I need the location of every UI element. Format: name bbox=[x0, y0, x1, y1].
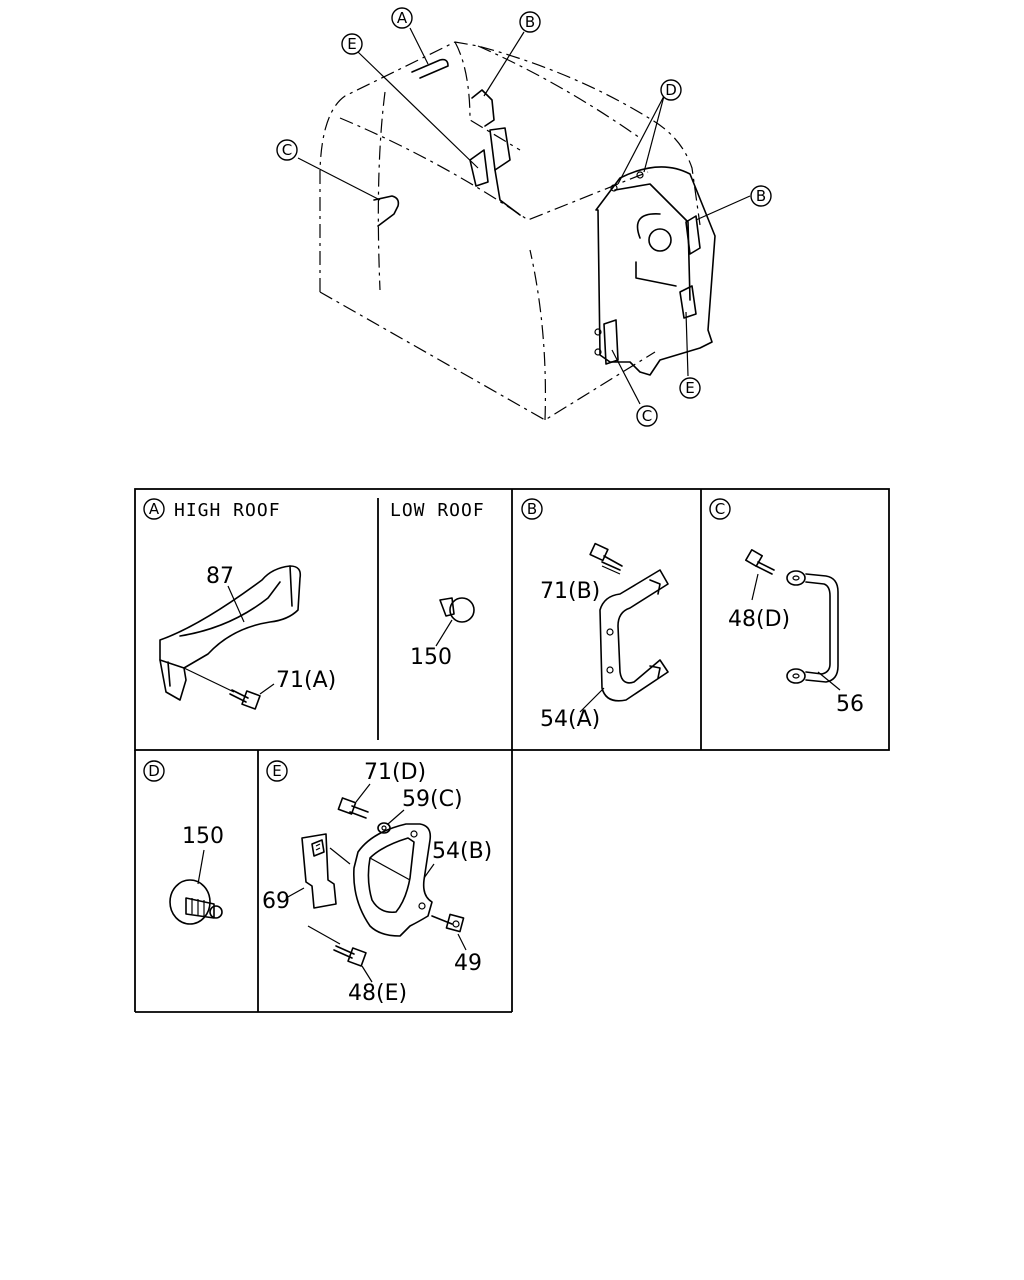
screw-48d bbox=[745, 549, 775, 575]
clip-150-low-roof bbox=[439, 597, 475, 623]
label-69: 69 bbox=[262, 889, 290, 914]
panel-a-title: HIGH ROOF bbox=[174, 500, 281, 521]
panel-a-low-roof: LOW ROOF 150 bbox=[390, 500, 485, 670]
nut-49 bbox=[431, 913, 465, 933]
assist-grip-54a bbox=[599, 569, 669, 702]
panel-a-low-roof-title: LOW ROOF bbox=[390, 500, 485, 521]
label-150-d: 150 bbox=[182, 824, 224, 849]
panel-d: D 150 bbox=[143, 760, 224, 925]
screw-71b bbox=[589, 542, 623, 571]
label-71d: 71(D) bbox=[364, 760, 426, 785]
screw-71a bbox=[229, 689, 261, 710]
callout-b-right: B bbox=[750, 185, 772, 207]
label-71b: 71(B) bbox=[540, 579, 600, 604]
panel-e: E 71(D) 59(C) 69 54(B) bbox=[262, 760, 492, 1006]
assist-grip-56 bbox=[786, 570, 839, 684]
label-48d: 48(D) bbox=[728, 607, 790, 632]
svg-text:E: E bbox=[347, 35, 356, 53]
svg-text:A: A bbox=[397, 9, 408, 27]
svg-text:C: C bbox=[282, 141, 292, 159]
panel-a-high-roof: A HIGH ROOF 87 71(A) bbox=[143, 498, 336, 710]
callout-b-top: B bbox=[519, 11, 541, 33]
label-150-low-roof: 150 bbox=[410, 645, 452, 670]
bracket-69 bbox=[301, 833, 351, 909]
callout-e-top: E bbox=[341, 33, 363, 55]
panel-d-callout: D bbox=[148, 762, 160, 780]
panel-a-callout: A bbox=[149, 500, 160, 518]
label-59c: 59(C) bbox=[402, 787, 463, 812]
label-87: 87 bbox=[206, 564, 234, 589]
panel-b-callout: B bbox=[527, 500, 537, 518]
panel-c-callout: C bbox=[715, 500, 725, 518]
panel-c: C 48(D) 56 bbox=[709, 498, 864, 717]
screw-48e bbox=[333, 945, 367, 967]
label-56: 56 bbox=[836, 692, 864, 717]
callout-d-top: D bbox=[660, 79, 682, 101]
svg-text:B: B bbox=[525, 13, 535, 31]
svg-text:E: E bbox=[685, 379, 694, 397]
assist-grip-54b bbox=[353, 823, 433, 937]
callout-c-left: C bbox=[276, 139, 298, 161]
label-48e: 48(E) bbox=[348, 981, 407, 1006]
leader-lines bbox=[297, 27, 751, 405]
screw-71d bbox=[337, 797, 369, 819]
callout-a-top: A bbox=[391, 7, 413, 29]
svg-text:C: C bbox=[642, 407, 652, 425]
panel-b: B 71(B) 54(A) bbox=[521, 498, 669, 732]
panel-e-callout: E bbox=[272, 762, 281, 780]
callout-e-right: E bbox=[679, 377, 701, 399]
label-49: 49 bbox=[454, 951, 482, 976]
grab-handle-87 bbox=[159, 565, 302, 701]
detail-panels-frame bbox=[134, 488, 890, 1013]
svg-text:B: B bbox=[756, 187, 766, 205]
label-54b: 54(B) bbox=[432, 839, 492, 864]
label-54a: 54(A) bbox=[540, 707, 600, 732]
label-71a: 71(A) bbox=[276, 668, 336, 693]
clip-150-d bbox=[169, 879, 223, 925]
callout-c-bottom: C bbox=[636, 405, 658, 427]
svg-text:D: D bbox=[665, 81, 677, 99]
cab-interior-illustration bbox=[319, 41, 716, 421]
